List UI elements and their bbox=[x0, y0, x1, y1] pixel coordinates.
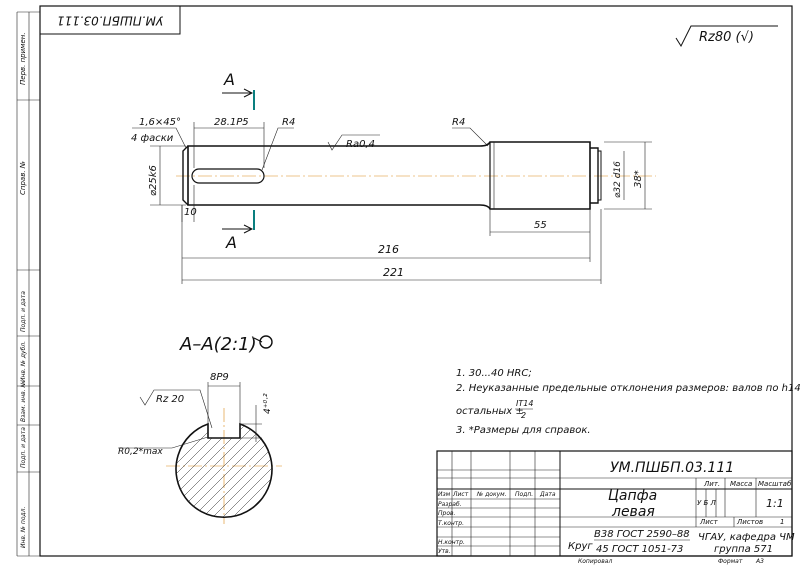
surface-roughness: Ra0,4 bbox=[346, 139, 375, 150]
label-inv-podl: Инв. № подл. bbox=[20, 507, 27, 548]
lit-marks: У Б Л bbox=[697, 499, 717, 507]
dim-10: 10 bbox=[184, 207, 197, 218]
shaft-diameter: ⌀25k6 bbox=[148, 165, 159, 196]
chamfer-note: 4 фаски bbox=[131, 133, 174, 144]
listov-count: 1 bbox=[780, 518, 784, 526]
section-roughness: Rz 20 bbox=[156, 394, 184, 405]
col-list: Лист bbox=[452, 491, 469, 498]
org-line-2: группа 571 bbox=[714, 544, 773, 555]
note-1: 1. 30...40 HRC; bbox=[456, 368, 532, 379]
material-line-1: В38 ГОСТ 2590–88 bbox=[594, 529, 690, 540]
note-2b: остальных ± bbox=[456, 406, 524, 417]
label-podp-data-1: Подп. и дата bbox=[20, 291, 27, 332]
note-2-denominator: 2 bbox=[521, 411, 526, 420]
left-strip: Перв. примен. Справ. № Подп. и дата Инв.… bbox=[16, 11, 40, 557]
section-letter-bottom: A bbox=[225, 233, 237, 252]
list-label: Лист bbox=[699, 518, 719, 526]
inner-frame bbox=[39, 5, 793, 557]
part-name-2: левая bbox=[611, 504, 655, 520]
row-utv: Утв. bbox=[438, 548, 451, 555]
corner-code: УМ.ПШБП.03.111 bbox=[57, 14, 163, 28]
technical-notes: 1. 30...40 HRC; 2. Неуказанные предельны… bbox=[456, 368, 800, 436]
title-code: УМ.ПШБП.03.111 bbox=[610, 460, 734, 476]
label-podp-data-2: Подп. и дата bbox=[20, 427, 27, 468]
shaft-outline bbox=[187, 141, 591, 210]
keyway-length: 28.1Р5 bbox=[214, 117, 249, 128]
row-nkontr: Н.контр. bbox=[438, 539, 465, 546]
key-depth: 4⁺⁰·² bbox=[263, 393, 273, 414]
shaft-main-view: A A 1,6×45° 4 фаски 28.1Р5 R4 R4 Ra0,4 ⌀… bbox=[131, 70, 656, 284]
part-name-1: Цапфа bbox=[608, 488, 657, 504]
corner-code-box: УМ.ПШБП.03.111 bbox=[39, 5, 181, 35]
section-letter-top: A bbox=[223, 70, 235, 89]
listov-label: Листов bbox=[736, 518, 763, 526]
col-izm: Изм bbox=[438, 491, 451, 498]
org-line-1: ЧГАУ, кафедра ЧМ bbox=[698, 532, 795, 543]
chamfer-label: 1,6×45° bbox=[139, 117, 181, 128]
col-ndokum: № докум. bbox=[476, 491, 507, 498]
note-3: 3. *Размеры для справок. bbox=[456, 425, 591, 436]
label-vzam-inv: Взам. инв. № bbox=[20, 381, 27, 422]
note-2-numerator: IT14 bbox=[516, 399, 533, 408]
label-sprav-no: Справ. № bbox=[19, 161, 27, 195]
material-line-2: 45 ГОСТ 1051-73 bbox=[596, 544, 683, 555]
section-view: A–A(2:1) 8P9 4 bbox=[118, 334, 282, 524]
section-title: A–A(2:1) bbox=[179, 334, 257, 355]
note-2: 2. Неуказанные предельные отклонения раз… bbox=[456, 383, 800, 394]
row-prov: Пров. bbox=[438, 510, 456, 517]
kopiroval-label: Копировал bbox=[578, 558, 612, 565]
col-podp: Подп. bbox=[515, 491, 533, 498]
row-tkontr: Т.контр. bbox=[438, 520, 464, 527]
fillet-right-label: R4 bbox=[452, 117, 465, 128]
fillet-left-label: R4 bbox=[282, 117, 295, 128]
collar-diameter: ⌀32 d16 bbox=[613, 161, 623, 198]
general-roughness-text: Rz80 (√) bbox=[699, 30, 754, 45]
material-prefix: Круг bbox=[568, 541, 593, 552]
key-width: 8P9 bbox=[210, 372, 229, 383]
row-razrab: Разраб. bbox=[438, 501, 462, 508]
collar-outer: 38* bbox=[633, 170, 644, 188]
scale-value: 1:1 bbox=[766, 497, 784, 510]
title-block: УМ.ПШБП.03.111 Цапфа левая Круг В38 ГОСТ… bbox=[436, 450, 795, 557]
dim-221: 221 bbox=[383, 266, 404, 279]
format-label: Формат bbox=[718, 558, 743, 565]
general-roughness: Rz80 (√) bbox=[675, 25, 778, 48]
col-data: Дата bbox=[539, 491, 556, 498]
lit-header: Лит. bbox=[703, 480, 720, 488]
dim-55: 55 bbox=[534, 220, 547, 231]
keyway-slot bbox=[191, 168, 265, 184]
section-circle bbox=[175, 422, 273, 518]
massa-header: Масса bbox=[730, 480, 752, 488]
masshtab-header: Масштаб bbox=[758, 480, 792, 488]
label-perv-primen: Перв. примен. bbox=[19, 32, 27, 85]
label-inv-dubl: Инв. № дубл. bbox=[20, 341, 27, 382]
dim-216: 216 bbox=[378, 243, 399, 256]
section-radius: R0,2*max bbox=[118, 447, 163, 457]
format-value: А3 bbox=[755, 558, 764, 565]
